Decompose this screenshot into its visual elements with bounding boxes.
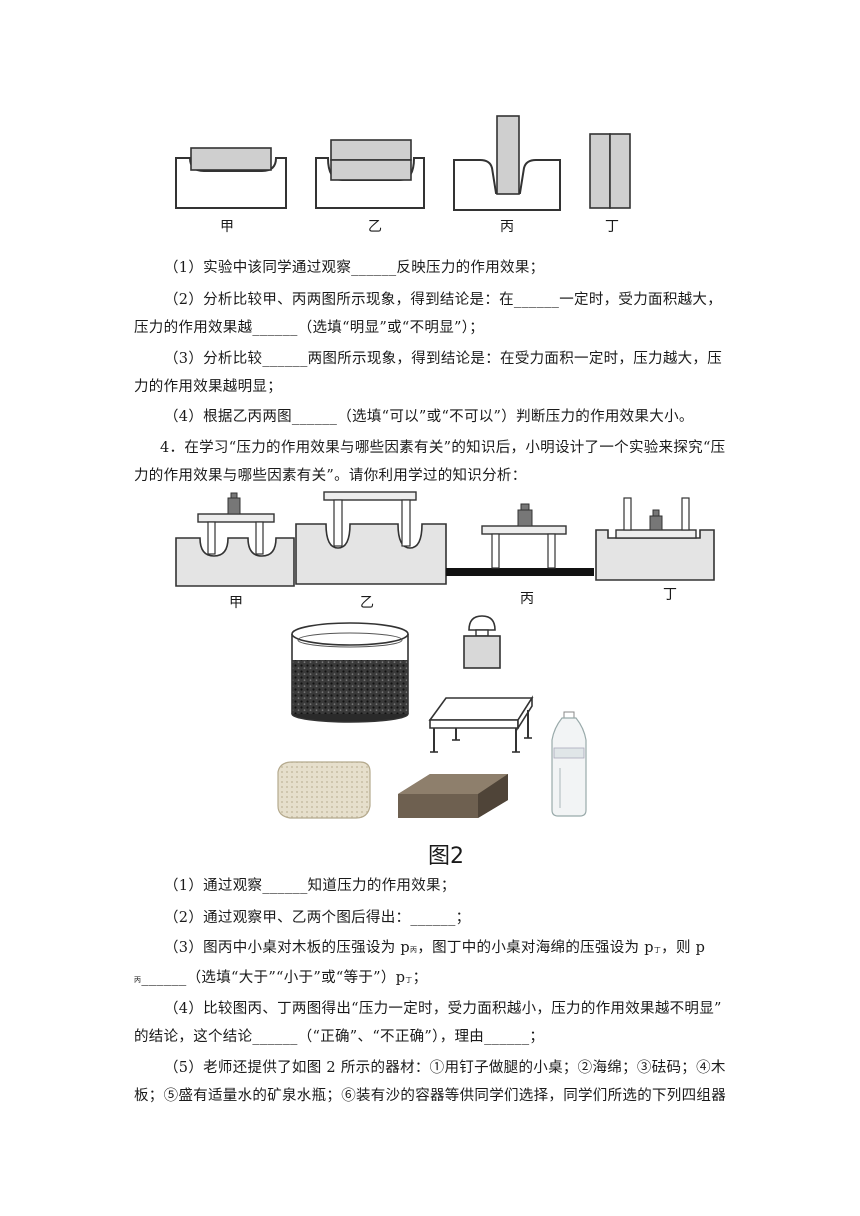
figure-equipment: [277, 615, 587, 819]
fig2-panel-ding: [595, 497, 715, 581]
q4-part3-line2: 丙______（选填“大于”“小于”或“等于”）p丁；: [134, 970, 428, 986]
q3-part2-line1: （2）分析比较甲、丙两图所示现象，得到结论是：在______一定时，受力面积越大…: [164, 292, 723, 308]
figure-bricks-on-sponge: [175, 115, 631, 211]
small-table: [428, 695, 534, 753]
q4-part1: （1）通过观察______知道压力的作用效果；: [164, 878, 456, 894]
fig1-panel-bing: [453, 115, 561, 211]
q3-part1: （1）实验中该同学通过观察______反映压力的作用效果；: [164, 260, 545, 276]
q3-part3-line1: （3）分析比较______两图所示现象，得到结论是：在受力面积一定时，压力越大，…: [164, 351, 723, 367]
q4-part4-line1: （4）比较图丙、丁两图得出“压力一定时，受力面积越小，压力的作用效果越不明显”: [164, 1001, 722, 1017]
q3-part2-line2: 压力的作用效果越______（选填“明显”或“不明显”）；: [134, 320, 485, 336]
q4-intro-line2: 力的作用效果与哪些因素有关”。请你利用学过的知识分析：: [134, 468, 527, 484]
fig1-label-bing: 丙: [500, 219, 514, 235]
weight-block: [463, 615, 501, 669]
sand-container: [291, 622, 409, 723]
figure-caption: 图2: [428, 844, 464, 869]
water-bottle: [551, 711, 587, 817]
q4-part3-line1: （3）图丙中小桌对木板的压强设为 p丙，图丁中的小桌对海绵的压强设为 p丁，则 …: [164, 940, 706, 956]
q4-part5-line1: （5）老师还提供了如图 2 所示的器材：①用钉子做腿的小桌；②海绵；③砝码；④木: [164, 1060, 726, 1076]
q4-part4-line2: 的结论，这个结论______（“正确”、“不正确”），理由______；: [134, 1029, 545, 1045]
fig2-board-strip: [446, 568, 594, 576]
fig2-panel-jia: [175, 492, 295, 587]
fig2-panel-bing: [481, 503, 567, 569]
fig2-label-ding: 丁: [663, 587, 677, 603]
fig1-panel-jia: [175, 147, 287, 209]
fig1-label-yi: 乙: [368, 219, 382, 235]
q4-part2: （2）通过观察甲、乙两个图后得出：______；: [164, 910, 471, 926]
fig1-panel-ding: [589, 133, 631, 209]
q3-part4: （4）根据乙丙两图______（选填“可以”或“不可以”）判断压力的作用效果大小…: [164, 409, 694, 425]
fig2-panel-yi: [295, 491, 447, 585]
fig2-label-bing: 丙: [520, 591, 534, 607]
q4-intro-line1: 4．在学习“压力的作用效果与哪些因素有关”的知识后，小明设计了一个实验来探究“压: [160, 440, 726, 456]
fig2-label-yi: 乙: [360, 595, 374, 611]
figure-tables-on-sponge: [175, 491, 715, 587]
fig1-label-jia: 甲: [220, 219, 234, 235]
fig1-label-ding: 丁: [605, 219, 619, 235]
fig1-panel-yi: [315, 139, 425, 209]
sponge: [277, 761, 371, 819]
q4-part5-line2: 板；⑤盛有适量水的矿泉水瓶；⑥装有沙的容器等供同学们选择，同学们所选的下列四组器: [134, 1088, 726, 1104]
fig2-label-jia: 甲: [229, 595, 243, 611]
wooden-board: [398, 774, 508, 818]
q3-part3-line2: 力的作用效果越明显；: [134, 379, 282, 395]
